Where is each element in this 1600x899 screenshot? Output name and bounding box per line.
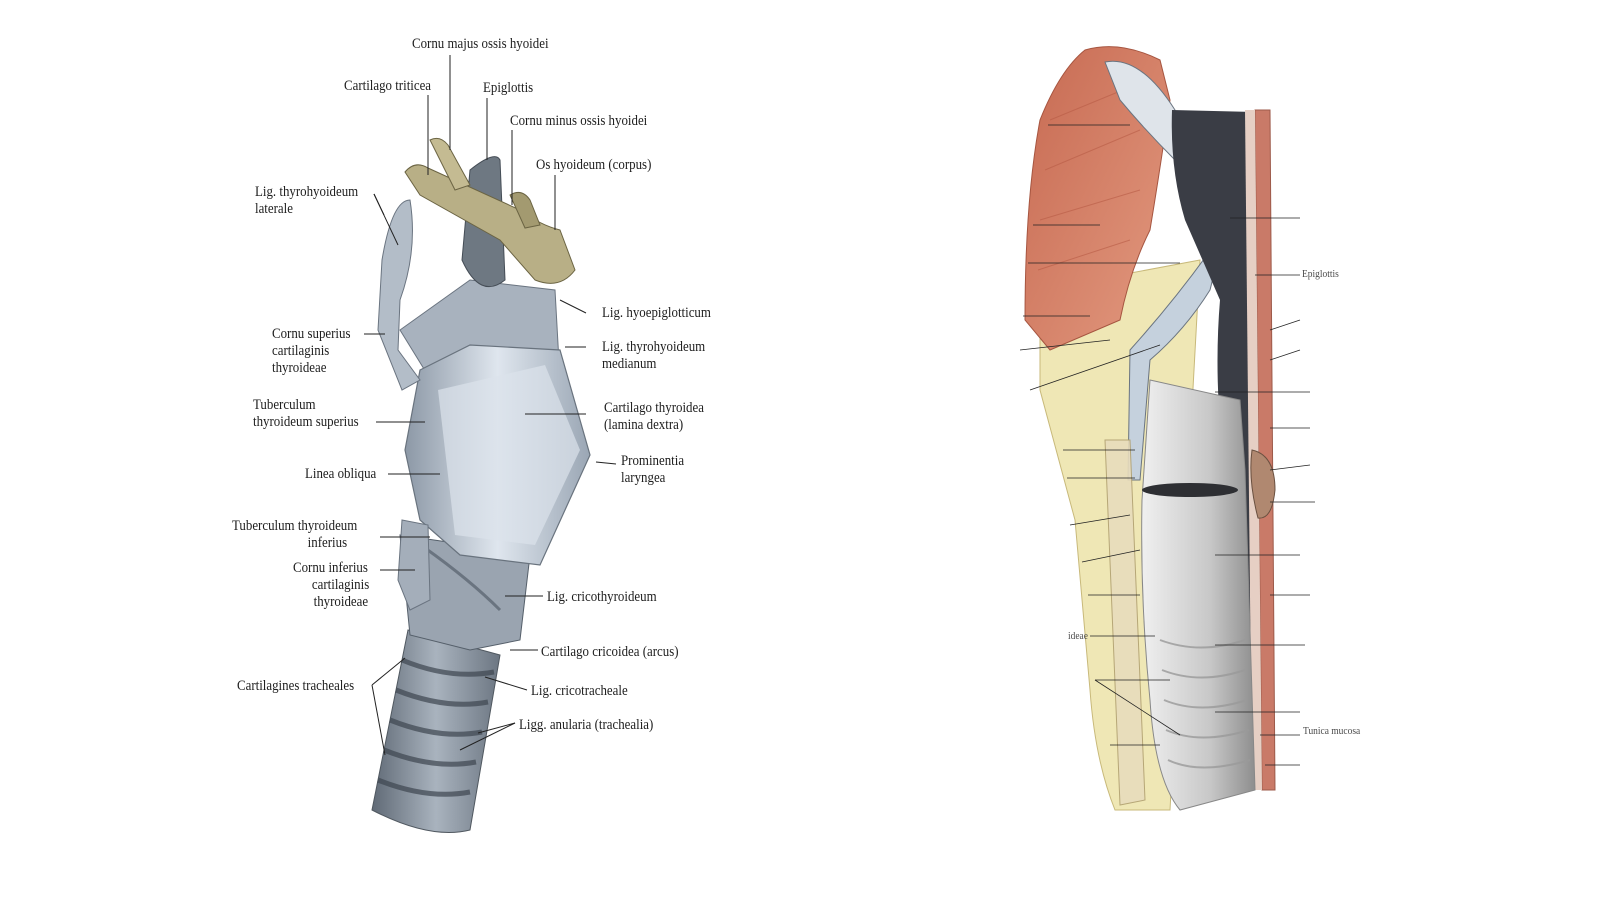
label-line: thyroideum superius	[253, 414, 359, 430]
label-cornu-inferius: Cornu inferius cartilaginis thyroideae	[293, 560, 369, 611]
label-line: laryngea	[621, 470, 666, 486]
leader-lines	[364, 55, 617, 756]
label-line: Lig. thyrohyoideum	[602, 339, 706, 355]
label-line: inferius	[307, 535, 348, 551]
label-tunica-mucosa: Tunica mucosa	[1303, 725, 1361, 737]
label-lig-hyoepiglotticum: Lig. hyoepiglotticum	[602, 305, 711, 321]
label-epiglottis-section: Epiglottis	[1302, 268, 1339, 280]
label-line: Cornu inferius	[293, 560, 368, 576]
label-lig-thyrohyoideum-medianum: Lig. thyrohyoideum medianum	[602, 339, 705, 373]
label-line: Cartilago thyroidea	[604, 400, 704, 416]
inferior-horn	[397, 519, 431, 611]
label-tuberculum-superius: Tuberculum thyroideum superius	[253, 397, 359, 431]
leader-lines-right	[1019, 124, 1315, 766]
hyoid-bone	[404, 164, 576, 284]
label-line: thyroideae	[272, 360, 327, 376]
label-line: thyroideae	[313, 594, 369, 610]
arytenoid-section	[1250, 449, 1276, 519]
label-line: Tuberculum thyroideum	[232, 518, 358, 534]
label-cornu-majus: Cornu majus ossis hyoidei	[412, 36, 549, 52]
label-line: medianum	[602, 356, 657, 372]
tracheal-rings-section	[1159, 639, 1251, 769]
label-cornu-superius: Cornu superius cartilaginis thyroideae	[272, 326, 350, 377]
label-ideae: ideae	[1068, 630, 1088, 642]
label-cartilago-cricoidea: Cartilago cricoidea (arcus)	[541, 644, 679, 660]
label-prominentia: Prominentia laryngea	[621, 453, 684, 487]
laryngeal-cavity	[1141, 379, 1256, 811]
label-cartilagines-tracheales: Cartilagines tracheales	[237, 678, 355, 694]
tongue-muscle	[1024, 46, 1171, 351]
label-lig-thyrohyoideum-laterale: Lig. thyrohyoideum laterale	[255, 184, 358, 218]
label-line: cartilaginis	[272, 343, 330, 359]
label-cartilago-triticea: Cartilago triticea	[344, 78, 432, 94]
label-linea-obliqua: Linea obliqua	[305, 466, 377, 482]
ventricle	[1142, 483, 1238, 497]
label-cartilago-thyroidea: Cartilago thyroidea (lamina dextra)	[604, 400, 704, 434]
label-epiglottis: Epiglottis	[483, 80, 534, 96]
label-line: Lig. thyrohyoideum	[255, 184, 359, 200]
label-line: (lamina dextra)	[604, 417, 684, 433]
label-line: cartilaginis	[311, 577, 370, 593]
label-line: Cornu superius	[272, 326, 351, 342]
label-lig-cricotracheale: Lig. cricotracheale	[531, 683, 628, 699]
label-line: Tuberculum	[253, 397, 316, 413]
label-os-hyoideum: Os hyoideum (corpus)	[536, 157, 652, 173]
label-lig-cricothyroideum: Lig. cricothyroideum	[547, 589, 657, 605]
label-cornu-minus: Cornu minus ossis hyoidei	[510, 113, 648, 129]
label-tuberculum-inferius: Tuberculum thyroideum inferius	[232, 518, 357, 552]
tracheal-rings	[377, 657, 495, 797]
larynx-lateral-view	[364, 55, 617, 833]
label-ligg-anularia: Ligg. anularia (trachealia)	[519, 717, 654, 733]
label-line: laterale	[255, 201, 293, 217]
label-line: Prominentia	[621, 453, 685, 469]
superior-horn	[377, 199, 421, 391]
larynx-sagittal-section	[1019, 46, 1315, 811]
